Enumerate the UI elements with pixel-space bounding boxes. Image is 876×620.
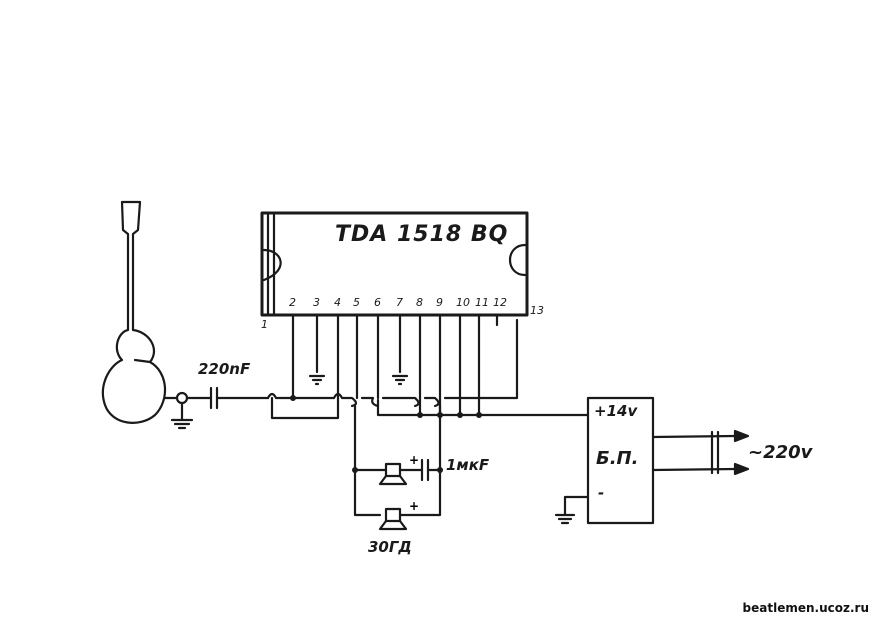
input-jack: [170, 391, 212, 430]
speaker-icon: [378, 462, 412, 531]
svg-text:+: +: [409, 453, 419, 467]
pin-label: 7: [396, 296, 403, 309]
mains-label: ~220v: [748, 442, 813, 463]
pin-label: 13: [530, 304, 544, 317]
pin-label: 11: [475, 296, 489, 309]
speaker-label: 30ГД: [368, 538, 412, 556]
input-capacitor-label: 220nF: [198, 360, 251, 378]
pin-label: 5: [353, 296, 360, 309]
junction-dots: [290, 395, 482, 473]
ground-icon: [308, 374, 409, 386]
pin-label: 2: [289, 296, 296, 309]
guitar-icon: [101, 200, 178, 424]
chip-title: TDA 1518 BQ: [335, 222, 509, 247]
tda1518-chip: [260, 211, 529, 317]
output-capacitor-label: 1мкF: [446, 456, 490, 474]
pin-label: 1: [261, 318, 268, 331]
pin-label: 3: [313, 296, 320, 309]
psu-name-label: Б.П.: [596, 448, 639, 469]
pin-label: 12: [493, 296, 507, 309]
input-capacitor: [209, 386, 270, 410]
pin-label: 9: [436, 296, 443, 309]
chip-pins: [291, 313, 499, 417]
power-supply-box: [554, 396, 750, 525]
psu-positive-label: +14v: [594, 402, 638, 420]
pin-label: 6: [374, 296, 381, 309]
pin-label: 10: [456, 296, 470, 309]
svg-text:+: +: [409, 499, 419, 513]
watermark: beatlemen.ucoz.ru: [739, 600, 872, 616]
wiring: [266, 318, 590, 517]
pin-label: 8: [416, 296, 423, 309]
pin-label: 4: [334, 296, 341, 309]
psu-negative-label: -: [598, 484, 605, 502]
